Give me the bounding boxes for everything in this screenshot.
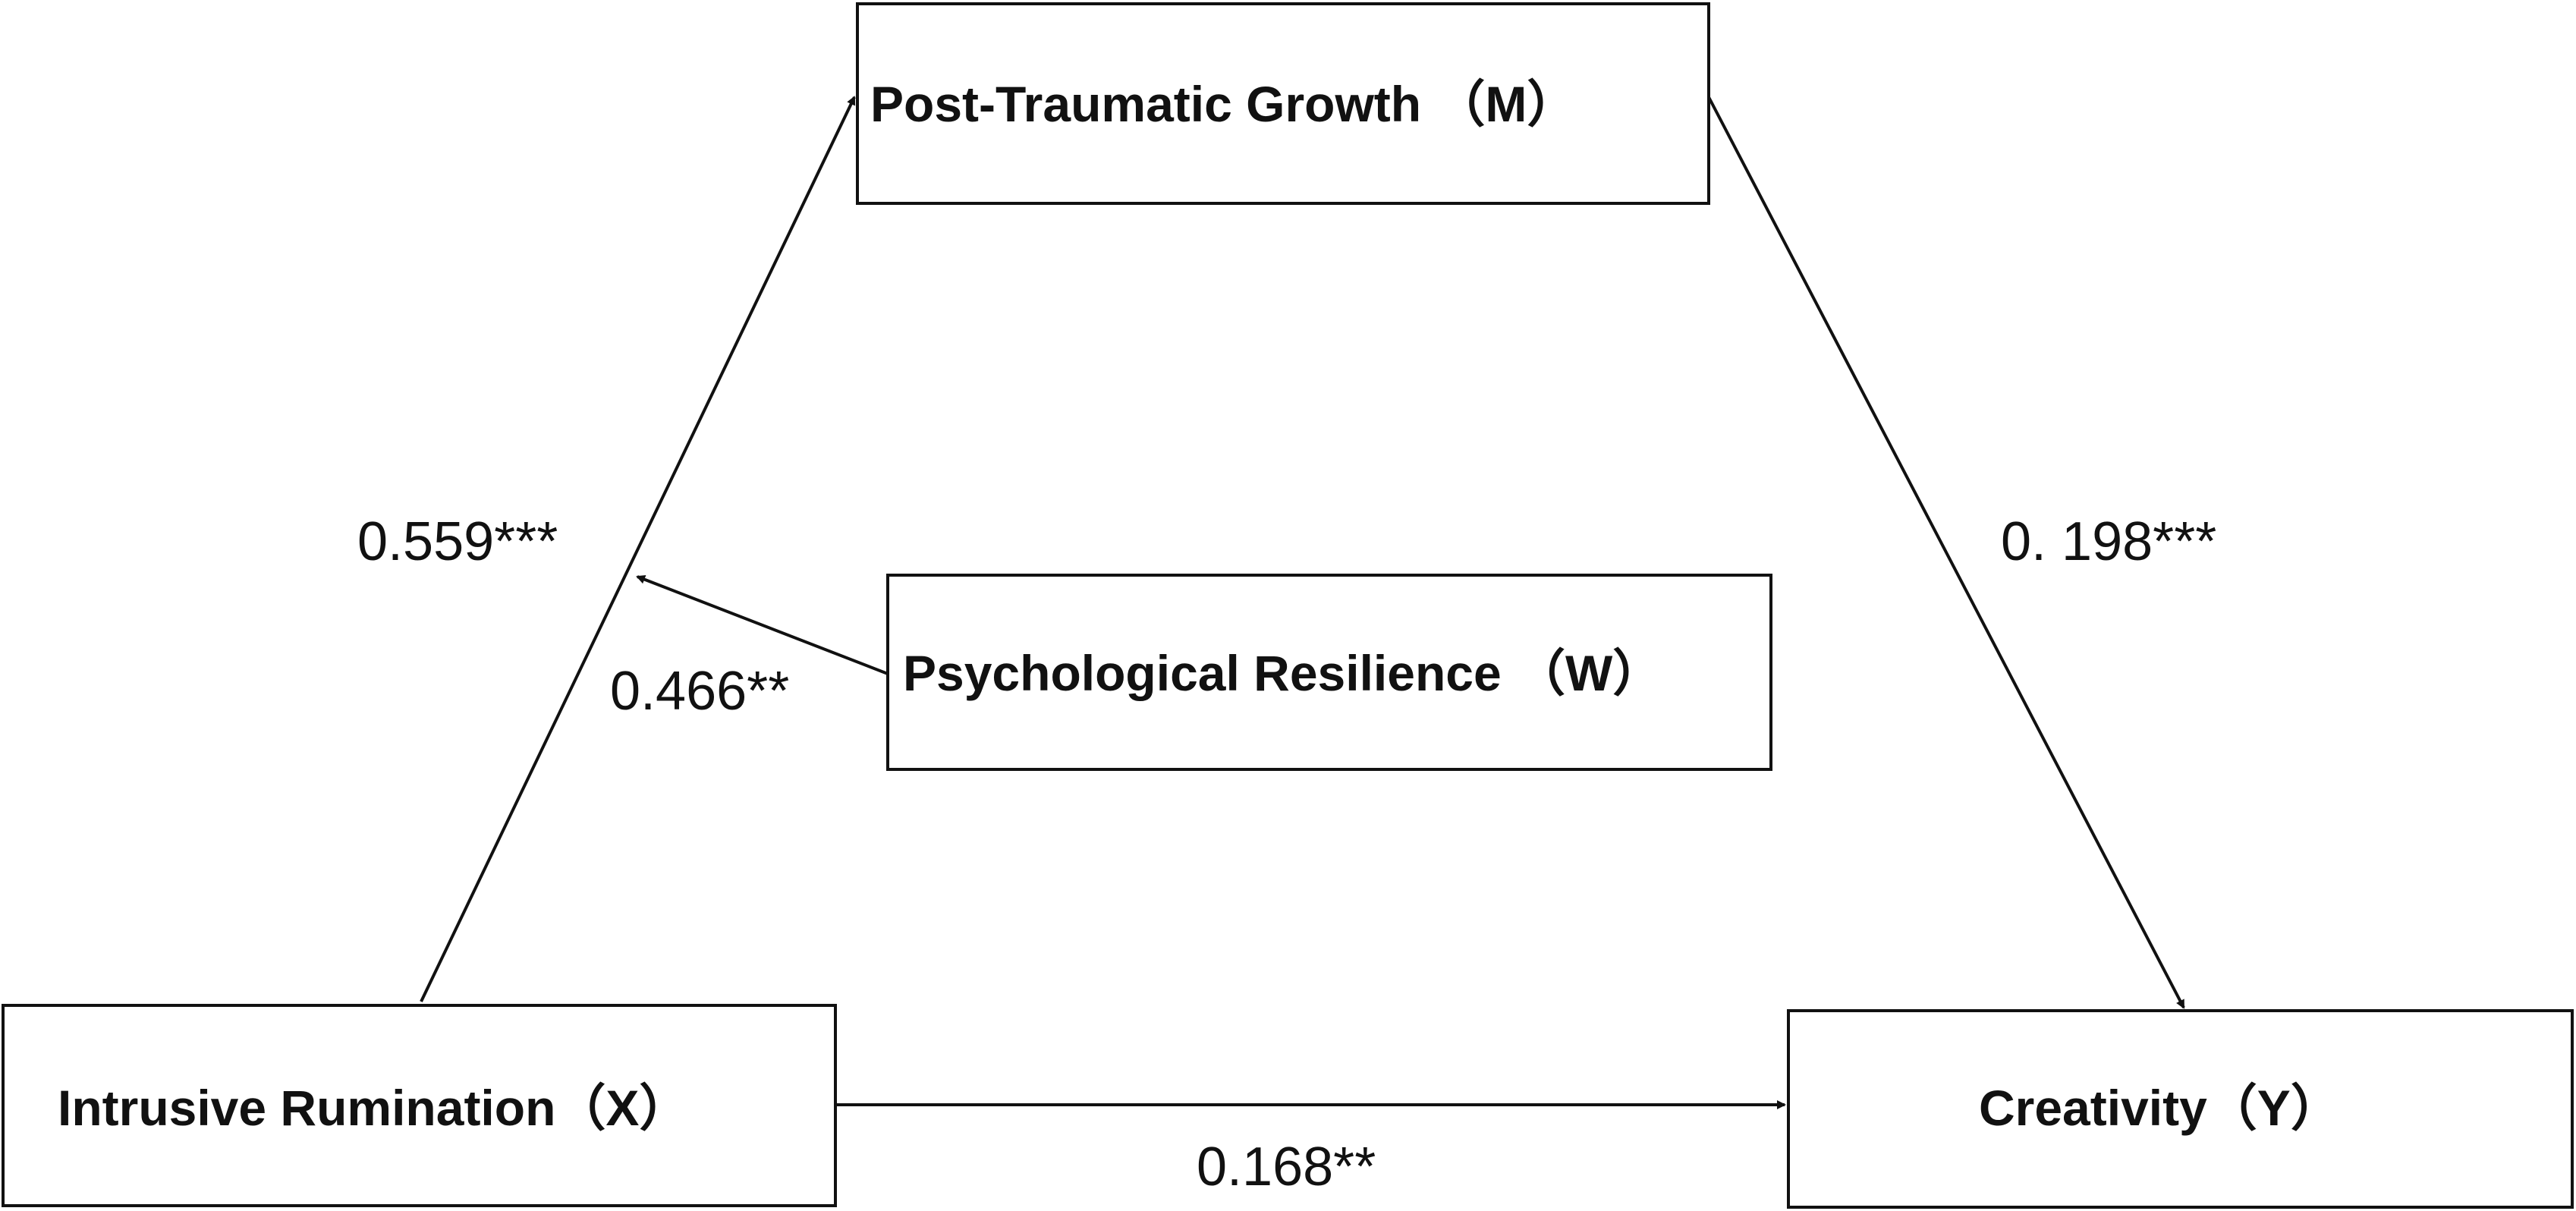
mediator-label: Post-Traumatic Growth （M）: [870, 76, 1577, 132]
independent-node: Intrusive Rumination（X）: [2, 1004, 837, 1207]
m-to-y-coefficient: 0. 198***: [2001, 511, 2216, 572]
path-w-to-xm-arrow: [636, 575, 889, 675]
path-m-to-y-arrow: [1707, 96, 2185, 1009]
mediator-node: Post-Traumatic Growth （M）: [856, 2, 1710, 205]
dependent-label: Creativity（Y）: [1979, 1080, 2341, 1136]
w-to-xm-coefficient: 0.466**: [610, 661, 789, 722]
moderator-node: Psychological Resilience （W）: [886, 574, 1772, 771]
path-x-to-m-arrow: [420, 96, 856, 1002]
moderator-label: Psychological Resilience （W）: [903, 645, 1662, 701]
independent-label: Intrusive Rumination（X）: [58, 1080, 689, 1136]
dependent-node: Creativity（Y）: [1787, 1009, 2574, 1209]
x-to-y-coefficient: 0.168**: [1197, 1137, 1376, 1197]
x-to-m-coefficient: 0.559***: [357, 511, 558, 572]
